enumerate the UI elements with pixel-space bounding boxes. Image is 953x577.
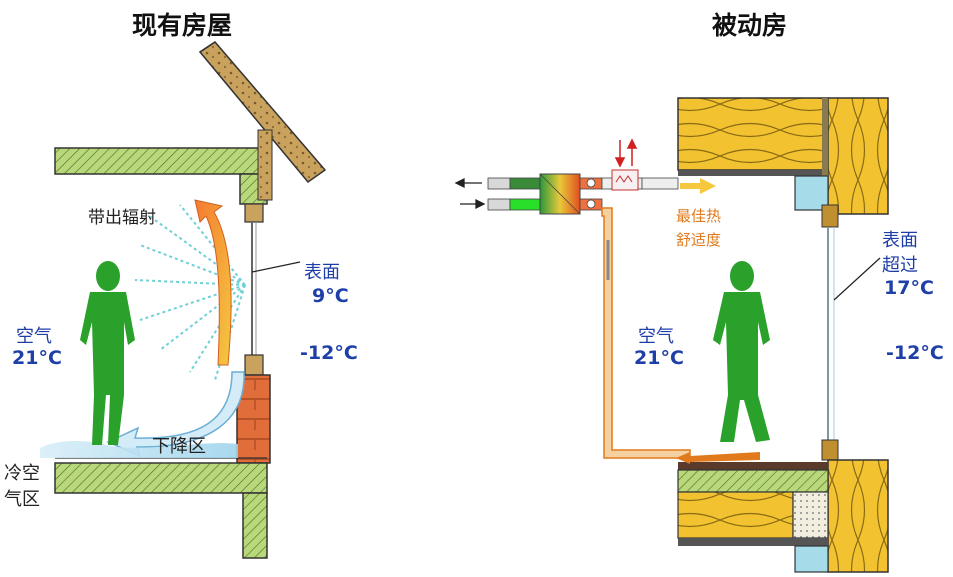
lower-window-frame [794, 545, 829, 573]
surface-pointer-right [833, 257, 881, 301]
person-left-icon [80, 261, 135, 445]
top-wall-block [678, 170, 828, 176]
floor-slab [54, 462, 268, 494]
top-frame-band [822, 98, 828, 214]
surface-label-right-1: 表面 [882, 230, 918, 251]
cold-zone-label-2: 气区 [4, 489, 40, 510]
floor-dots-block [792, 491, 829, 539]
downdraft-label: 下降区 [152, 436, 206, 457]
right-insulation-upper [827, 97, 889, 215]
passive-house-title: 被动房 [712, 11, 788, 40]
surface-label-left: 表面 [304, 262, 340, 283]
right-insulation-lower [827, 459, 889, 573]
floor-lower-band [678, 538, 828, 546]
hrv-unit [487, 169, 679, 215]
air-label-right: 空气 [638, 326, 674, 347]
outside-temp-right: -12°C [886, 342, 944, 364]
air-label-left: 空气 [16, 326, 52, 347]
floor-airflow-arrowhead [676, 452, 690, 464]
air-temp-left: 21°C [12, 347, 62, 369]
comfort-label-1: 最佳热 [676, 207, 722, 225]
outside-temp-left: -12°C [300, 342, 358, 364]
comfort-label-2: 舒适度 [676, 231, 722, 249]
top-insulation [677, 97, 829, 171]
floor-airflow-arrow [690, 452, 760, 462]
existing-house-title: 现有房屋 [132, 11, 233, 40]
upper-wall-block [257, 129, 273, 201]
comfort-arrow-icon [680, 178, 716, 194]
air-temp-right: 21°C [634, 347, 684, 369]
lower-wall [242, 492, 268, 559]
window-head [244, 203, 264, 223]
surface-label-right-2: 超过 [882, 255, 918, 276]
surface-temp-left: 9°C [312, 285, 349, 307]
window-sill [244, 354, 264, 376]
window-sill-block [821, 439, 839, 461]
cold-zone-label-1: 冷空 [4, 463, 40, 484]
floor-slab-right [677, 469, 829, 493]
exhaust-arrows-icon [614, 138, 638, 168]
outside-air-arrows-icon [454, 177, 486, 210]
ceiling-slab [54, 147, 268, 175]
floor-insulation [677, 491, 794, 539]
cold-air-pool [40, 441, 238, 458]
person-right-icon [713, 261, 770, 442]
window-frame-top [794, 175, 829, 211]
floor-finish [678, 462, 828, 470]
surface-pointer-left [251, 261, 301, 273]
surface-temp-right: 17°C [884, 277, 934, 299]
window-head-block [821, 204, 839, 228]
radiation-label: 带出辐射 [88, 208, 156, 228]
radiation-arrow [194, 199, 232, 366]
